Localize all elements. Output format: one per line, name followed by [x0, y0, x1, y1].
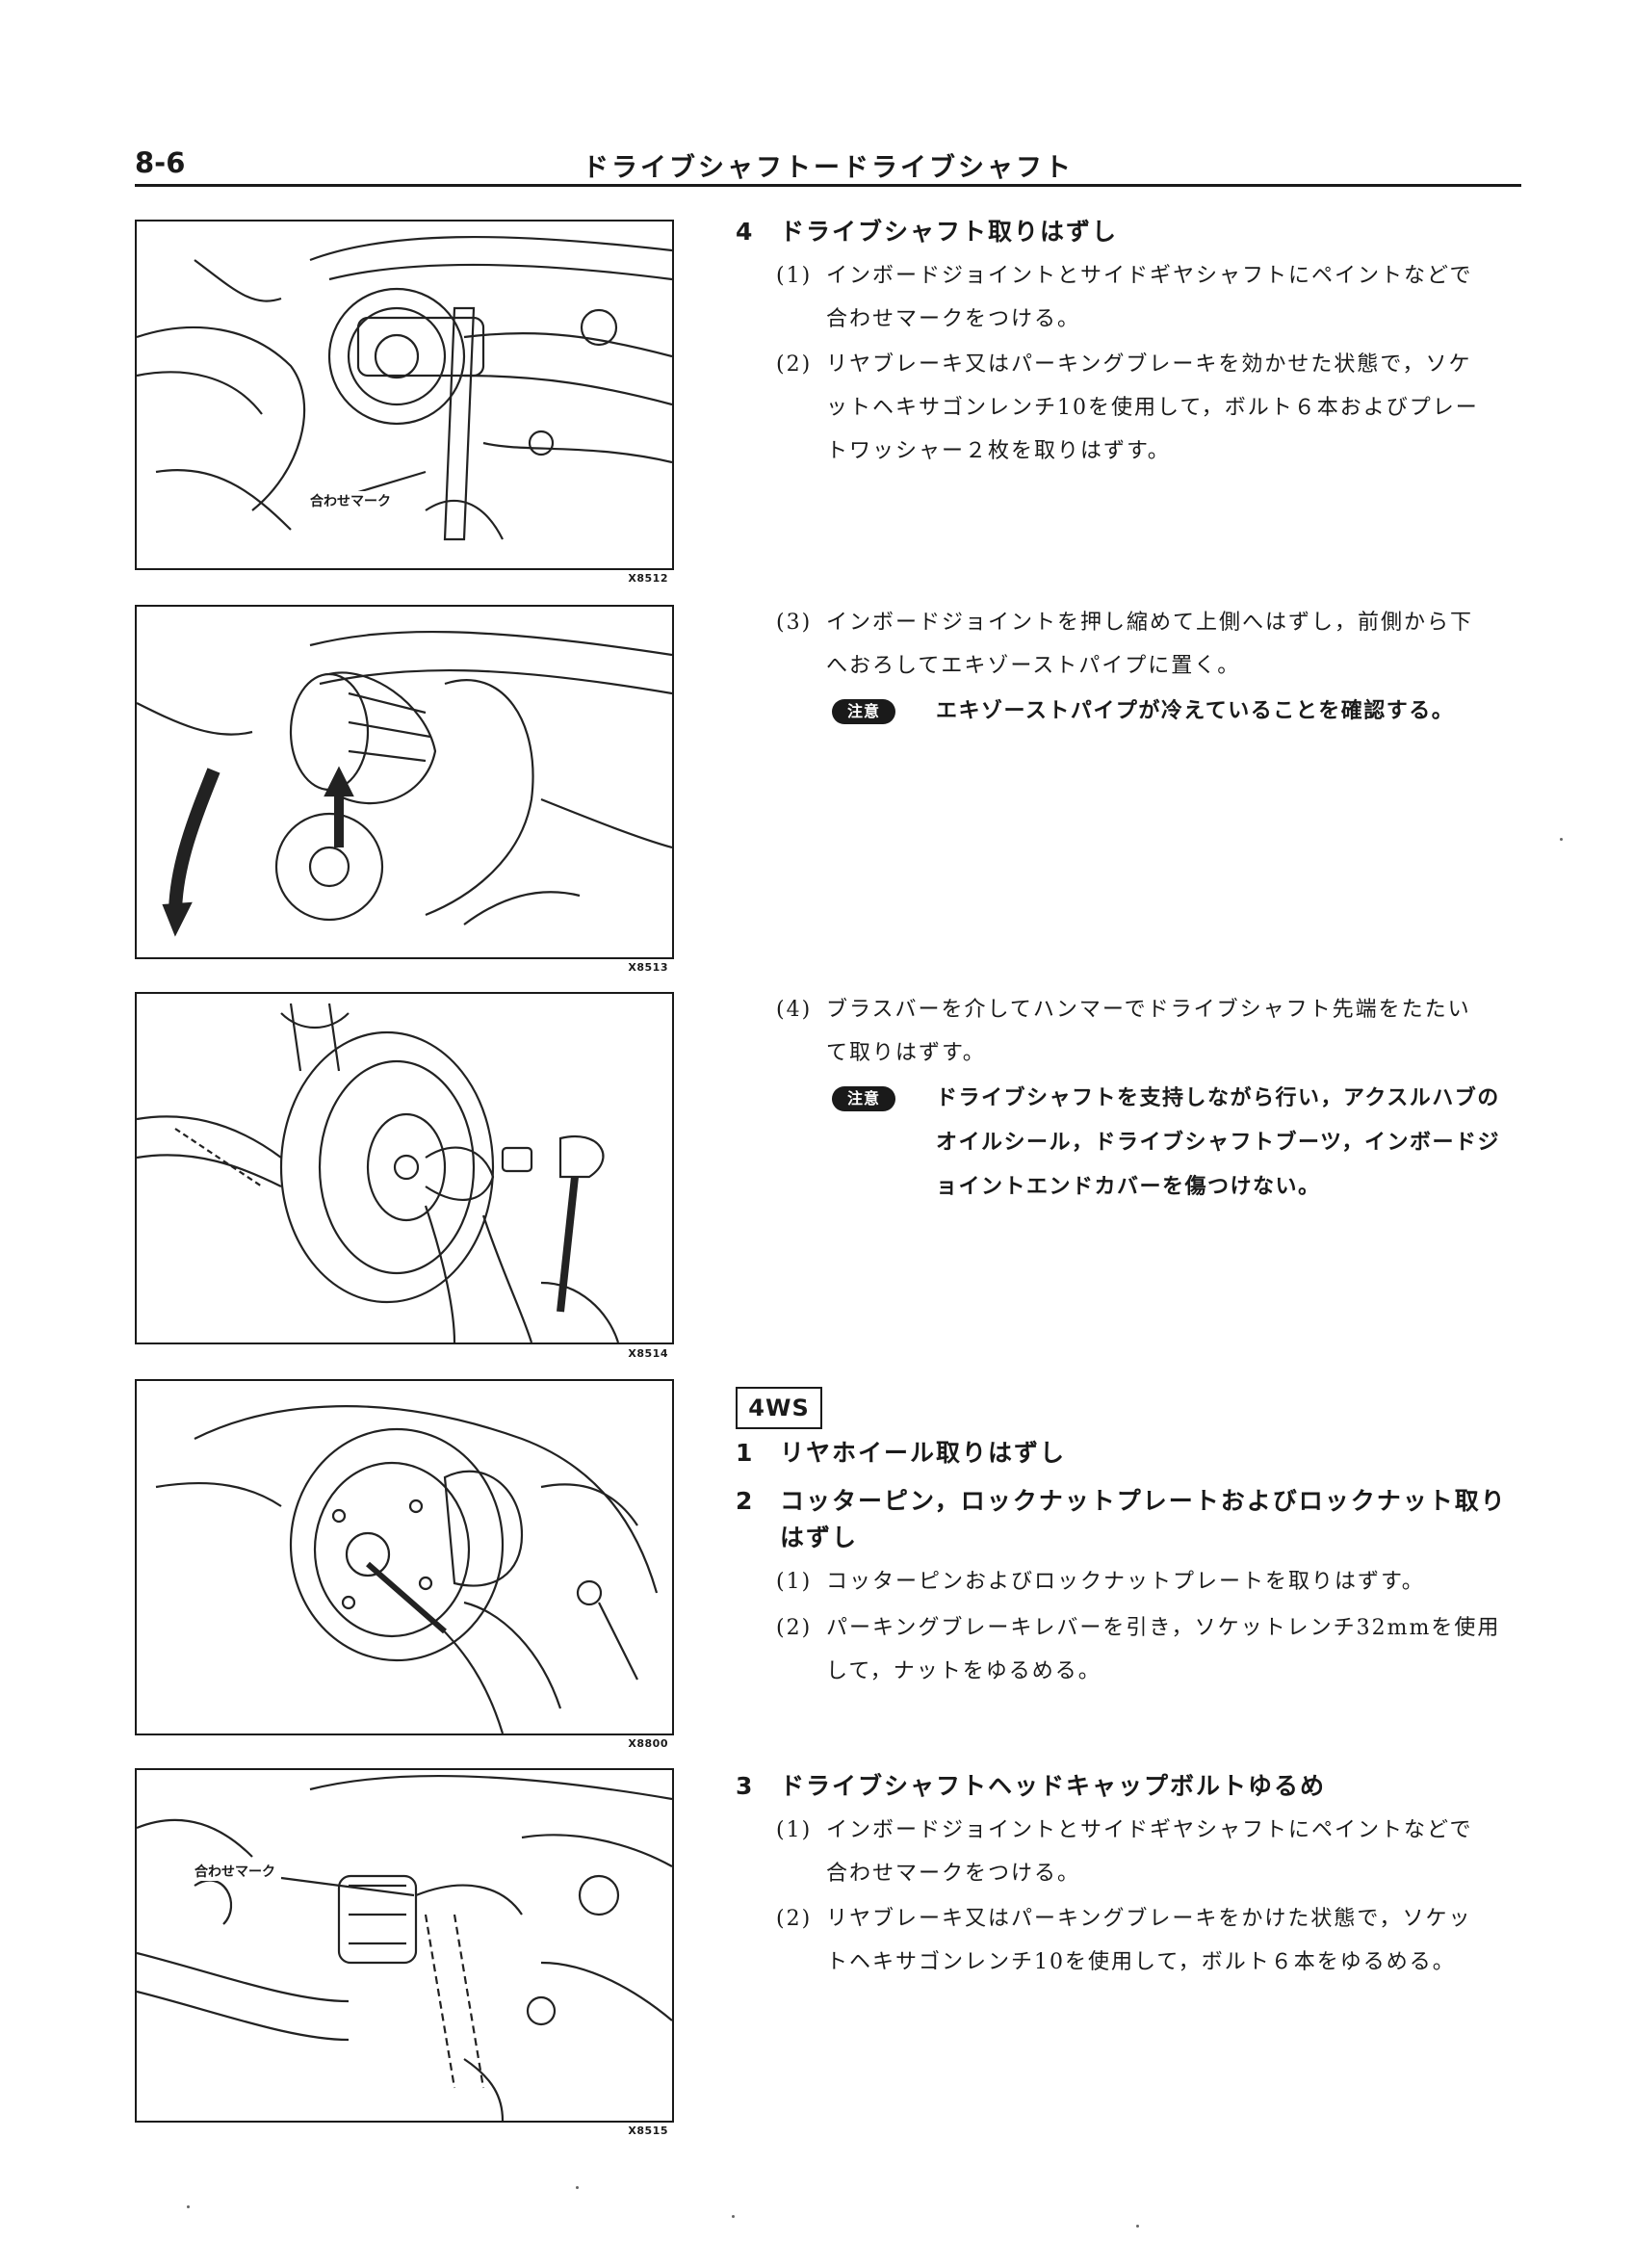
figure-5-label: 合わせマーク [193, 1862, 277, 1881]
step-4-heading: 4 ドライブシャフト取りはずし [736, 214, 1118, 250]
figure-2-code: X8513 [628, 961, 668, 974]
scan-speck [732, 2215, 735, 2218]
figure-1-illustration [137, 235, 672, 541]
4ws-tag: 4WS [736, 1387, 822, 1429]
scan-speck [1560, 838, 1563, 841]
step-4-item-3: (3) インボードジョイントを押し縮めて上側へはずし，前側から下 へおろしてエキ… [776, 611, 1474, 678]
caution-note-1: 注意 エキゾーストパイプが冷えていることを確認する。 [832, 690, 1525, 734]
header-rule [135, 184, 1521, 187]
caution-badge: 注意 [832, 699, 895, 724]
figure-5: 合わせマーク [135, 1768, 674, 2123]
figure-5-illustration [137, 1774, 672, 2121]
step-4-item-2: (2) リヤブレーキ又はパーキングブレーキを効かせた状態で，ソケ ットヘキサゴン… [776, 352, 1479, 463]
figure-2-illustration [137, 630, 672, 937]
figure-4-code: X8800 [628, 1737, 668, 1750]
step-4-number: 4 [736, 218, 755, 246]
figure-3 [135, 992, 674, 1344]
figure-4-illustration [155, 1405, 659, 1734]
caution-note-2: 注意 ドライブシャフトを支持しながら行い，アクスルハブの オイルシール，ドライブ… [832, 1077, 1525, 1210]
figure-3-code: X8514 [628, 1347, 668, 1360]
figure-5-code: X8515 [628, 2125, 668, 2137]
figure-3-illustration [137, 1003, 620, 1343]
step-4-item-4: (4) ブラスバーを介してハンマーでドライブシャフト先端をたたい て取りはずす。 [776, 998, 1471, 1065]
page-number: 8-6 [135, 146, 186, 179]
figure-1: 合わせマーク [135, 220, 674, 570]
step-2-item-2: (2) パーキングブレーキレバーを引き，ソケットレンチ32mmを使用 して，ナッ… [776, 1616, 1501, 1683]
running-title: ドライブシャフトードライブシャフト [583, 153, 1074, 183]
scan-speck [187, 2205, 190, 2208]
figure-1-code: X8512 [628, 572, 668, 585]
step-2-item-1: (1) コッターピンおよびロックナットプレートを取りはずす。 [776, 1570, 1425, 1594]
step-4-title: ドライブシャフト取りはずし [780, 218, 1119, 246]
page-header: 8-6 ドライブシャフトードライブシャフト [135, 143, 1521, 189]
step-3-item-2: (2) リヤブレーキ又はパーキングブレーキをかけた状態で，ソケッ トヘキサゴンレ… [776, 1907, 1472, 1974]
figure-2 [135, 605, 674, 959]
figure-4 [135, 1379, 674, 1735]
scan-speck [1136, 2225, 1139, 2228]
figure-1-label: 合わせマーク [308, 491, 393, 510]
step-3-item-1: (1) インボードジョイントとサイドギヤシャフトにペイントなどで 合わせマークを… [776, 1818, 1473, 1886]
scan-speck [576, 2186, 579, 2189]
caution-badge: 注意 [832, 1086, 895, 1111]
step-4-item-1: (1) インボードジョイントとサイドギヤシャフトにペイントなどで 合わせマークを… [776, 264, 1473, 331]
